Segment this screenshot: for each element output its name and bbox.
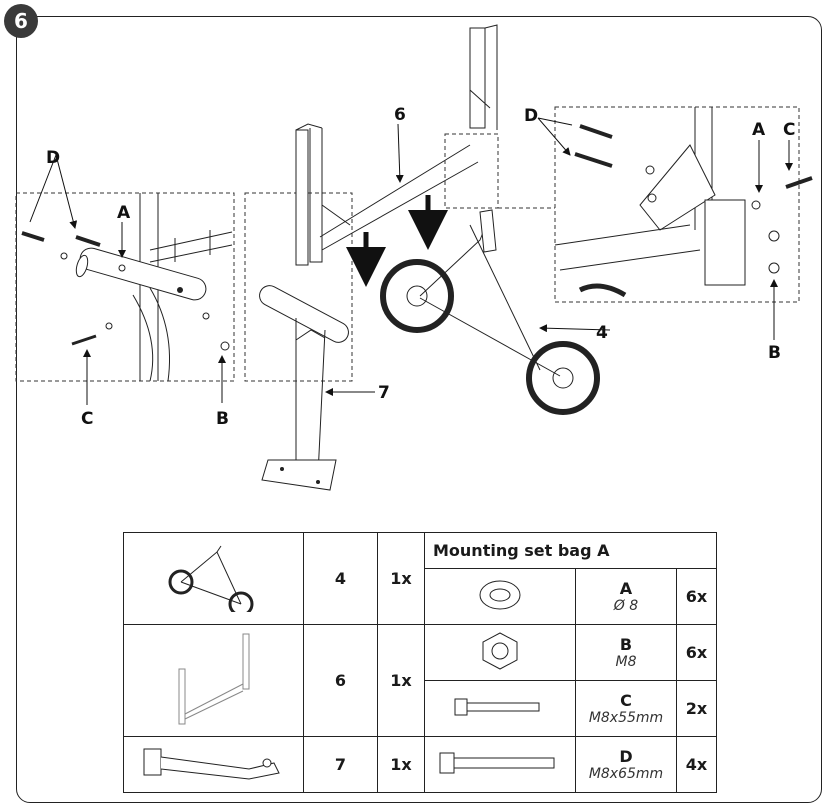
hardware-a-info: A Ø 8 [575, 568, 677, 625]
part-7-quantity: 1x [377, 736, 425, 793]
hardware-d-image [424, 736, 576, 793]
hardware-b-info: B M8 [575, 624, 677, 681]
hardware-a-quantity: 6x [676, 568, 717, 625]
callout-part-4: 4 [596, 323, 608, 343]
part-4-number: 4 [303, 532, 378, 625]
part-6-thumbnail [123, 624, 304, 737]
hardware-c-spec: M8x55mm [588, 709, 664, 726]
callout-part-7: 7 [378, 383, 390, 403]
hardware-b-image [424, 624, 576, 681]
callout-a-right: A [752, 120, 766, 140]
wheel-frame-icon [168, 545, 253, 616]
hardware-c-info: C M8x55mm [575, 680, 677, 737]
crossbar-frame-icon [178, 633, 249, 724]
hardware-b-code: B [619, 634, 633, 654]
hardware-c-image [424, 680, 576, 737]
hardware-a-code: A [619, 578, 633, 598]
hardware-b-quantity: 6x [676, 624, 717, 681]
callout-c-right: C [783, 120, 795, 140]
assembly-drawing: D A C B 7 6 4 [15, 24, 813, 491]
washer-icon [479, 580, 521, 609]
nut-icon [482, 631, 518, 670]
hardware-a-spec: Ø 8 [613, 597, 639, 614]
frame-part-6: 6 [295, 24, 498, 266]
part-4-thumbnail [123, 532, 304, 625]
hardware-d-code: D [619, 746, 633, 766]
callout-b-right: B [768, 343, 781, 363]
long-bolt-icon [439, 752, 555, 773]
hardware-c-quantity: 2x [676, 680, 717, 737]
short-bolt-icon [454, 698, 540, 715]
hardware-d-quantity: 4x [676, 736, 717, 793]
callout-part-6: 6 [394, 105, 406, 125]
hardware-c-code: C [620, 690, 632, 710]
hardware-d-info: D M8x65mm [575, 736, 677, 793]
callout-d-right: D [524, 106, 538, 126]
callout-d-left: D [46, 148, 60, 168]
hardware-a-image [424, 568, 576, 625]
detail-box-middle: 7 [244, 192, 390, 491]
callout-c-left: C [81, 409, 93, 429]
callout-a-left: A [117, 203, 131, 223]
part-6-quantity: 1x [377, 624, 425, 737]
part-6-number: 6 [303, 624, 378, 737]
hardware-b-spec: M8 [615, 653, 637, 670]
part-7-thumbnail [123, 736, 304, 793]
parts-table: 4 1x Mounting set bag A A Ø 8 6x 6 1x [123, 532, 717, 793]
part-4-quantity: 1x [377, 532, 425, 625]
support-leg-icon [143, 748, 280, 780]
detail-box-right: D A C B [524, 106, 813, 363]
step-number-badge: 6 [4, 4, 38, 38]
hardware-d-spec: M8x65mm [588, 765, 664, 782]
mounting-set-header: Mounting set bag A [424, 532, 717, 569]
part-7-number: 7 [303, 736, 378, 793]
wheel-frame-part-4: 4 [380, 133, 611, 415]
page-frame [16, 16, 822, 803]
callout-b-left: B [216, 409, 229, 429]
detail-box-left: D A C B [15, 148, 235, 429]
